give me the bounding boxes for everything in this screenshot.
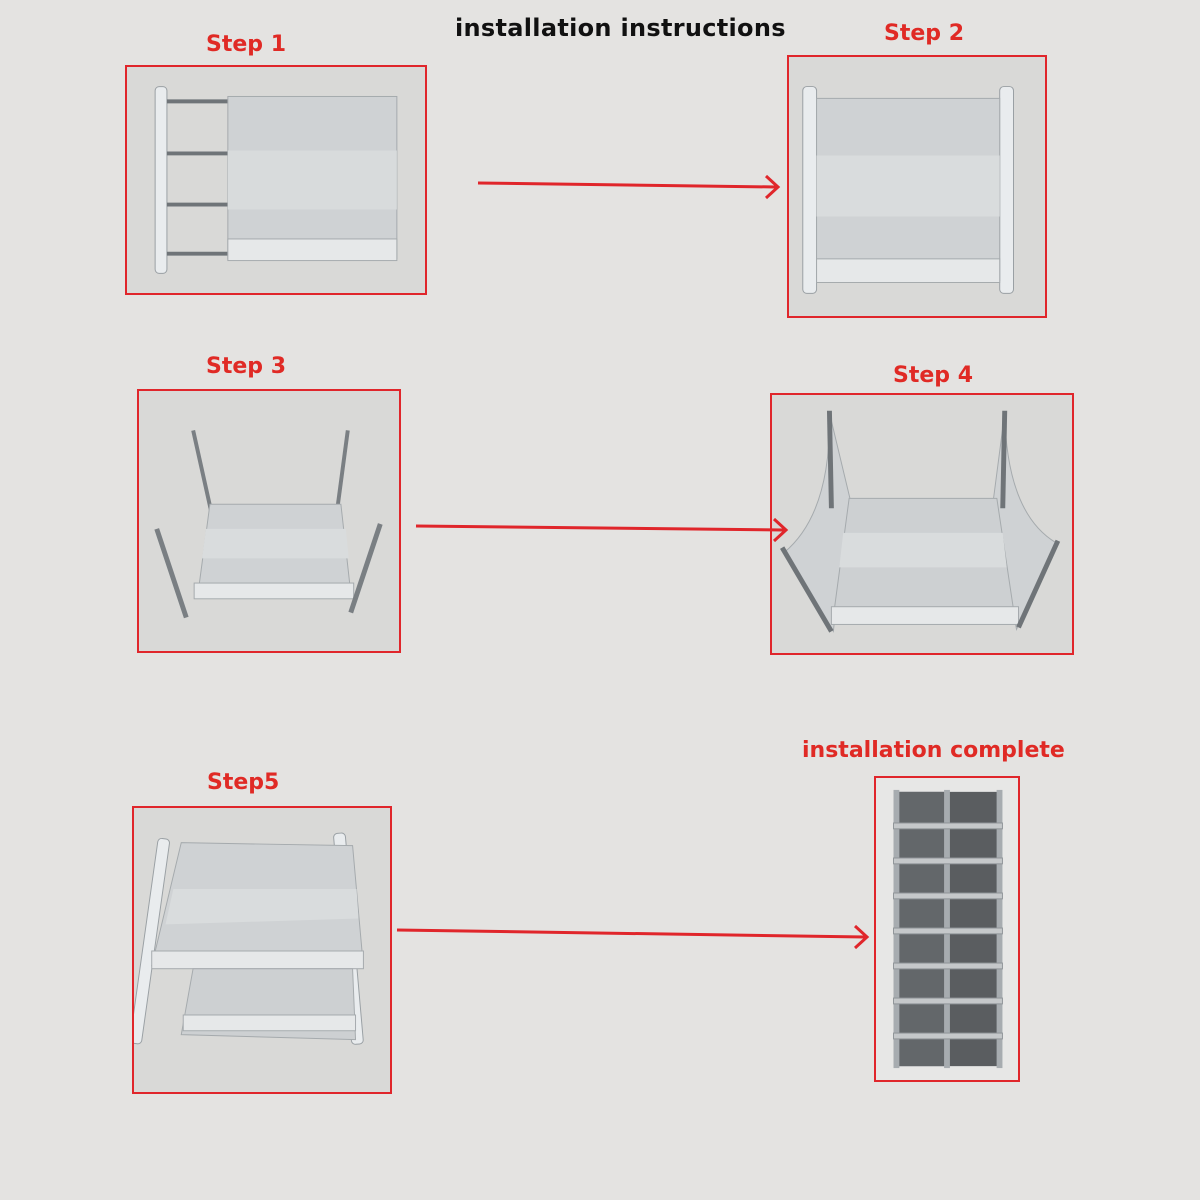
step-5-illustration bbox=[134, 832, 364, 1045]
step-1-image bbox=[125, 65, 427, 295]
step-1-illustration bbox=[154, 86, 398, 274]
step-5-label: Step5 bbox=[207, 770, 280, 795]
step-3-image bbox=[137, 389, 401, 653]
arrow-step5-to-complete bbox=[396, 924, 870, 950]
complete-image bbox=[874, 776, 1020, 1082]
arrow-step1-to-step2 bbox=[477, 174, 781, 200]
page-title: installation instructions bbox=[455, 14, 786, 42]
step-3-illustration bbox=[154, 429, 383, 619]
arrow-step3-to-step4 bbox=[415, 517, 789, 543]
step-4-label: Step 4 bbox=[893, 363, 973, 388]
finished-shoe-rack-illustration bbox=[893, 789, 1003, 1069]
step-2-label: Step 2 bbox=[884, 21, 964, 46]
step-3-label: Step 3 bbox=[206, 354, 286, 379]
step-4-image bbox=[770, 393, 1074, 655]
step-2-image bbox=[787, 55, 1047, 318]
step-1-label: Step 1 bbox=[206, 32, 286, 57]
complete-label: installation complete bbox=[802, 738, 1065, 763]
step-2-illustration bbox=[802, 86, 1014, 294]
step-5-image bbox=[132, 806, 392, 1094]
step-4-illustration bbox=[780, 410, 1061, 633]
